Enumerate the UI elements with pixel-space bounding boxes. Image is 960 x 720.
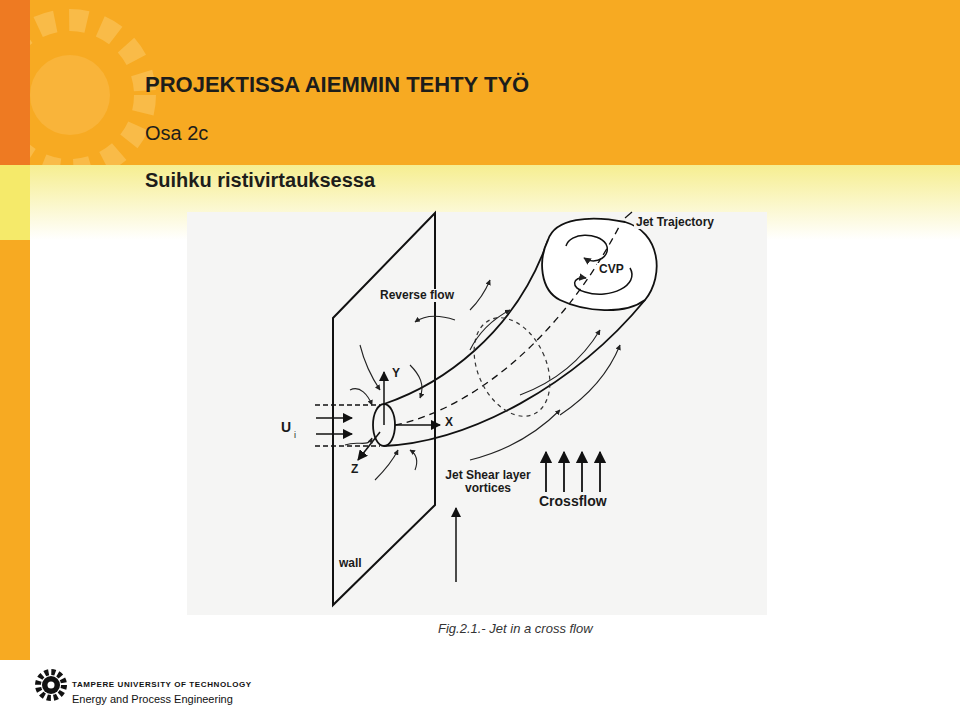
diagram-label: Crossflow: [537, 494, 609, 509]
department-name: Energy and Process Engineering: [72, 693, 233, 705]
figure-caption: Fig.2.1.- Jet in a cross flow: [438, 622, 593, 636]
slide-subtitle: Osa 2c: [145, 122, 208, 144]
axis-label: Z: [349, 463, 360, 476]
university-name: TAMPERE UNIVERSITY OF TECHNOLOGY: [72, 681, 252, 690]
diagram-label: wall: [337, 557, 364, 570]
slide-heading: Suihku ristivirtauksessa: [145, 169, 375, 191]
diagram-label: Reverse flow: [378, 289, 456, 302]
velocity-subscript: i: [292, 431, 298, 441]
axis-label: X: [443, 416, 455, 429]
axis-label: Y: [390, 367, 402, 380]
diagram-label: CVP: [597, 263, 626, 276]
slide-title: PROJEKTISSA AIEMMIN TEHTY TYÖ: [145, 73, 529, 97]
velocity-symbol: U: [279, 420, 293, 435]
diagram-label: Jet Shear layer vortices: [440, 469, 536, 495]
diagram-label: Jet Trajectory: [634, 216, 716, 229]
